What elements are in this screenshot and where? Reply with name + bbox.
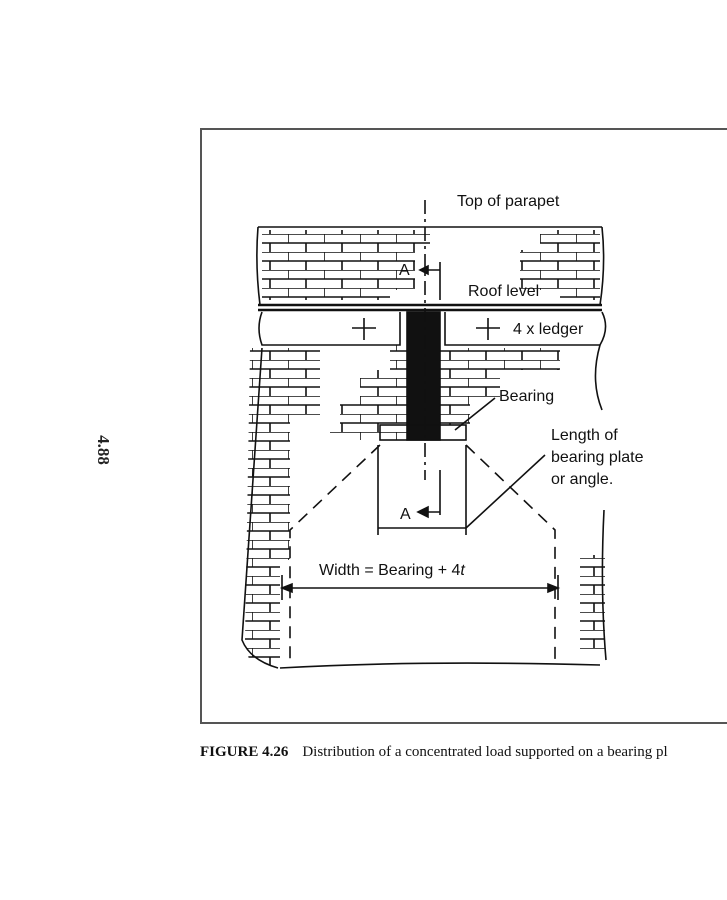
width-variable: t (460, 562, 465, 579)
label-width-formula: Width = Bearing + 4t (319, 562, 465, 579)
label-roof-level: Roof level (468, 283, 539, 300)
label-length-1: Length of (551, 427, 618, 444)
label-bearing: Bearing (499, 388, 554, 405)
masonry-wall (241, 200, 607, 669)
caption-text: Distribution of a concentrated load supp… (302, 744, 668, 760)
label-section-a-top: A (399, 262, 410, 279)
label-length-3: or angle. (551, 471, 613, 488)
width-formula-text: Width = Bearing + 4 (319, 562, 461, 579)
figure-caption: FIGURE 4.26 Distribution of a concentrate… (200, 744, 668, 761)
figure-frame (200, 128, 727, 724)
label-top-of-parapet: Top of parapet (457, 193, 560, 210)
label-ledger: 4 x ledger (513, 321, 584, 338)
label-section-a-bottom: A (400, 506, 411, 523)
label-length-2: bearing plate (551, 449, 644, 466)
figure-number: FIGURE 4.26 (200, 744, 289, 760)
